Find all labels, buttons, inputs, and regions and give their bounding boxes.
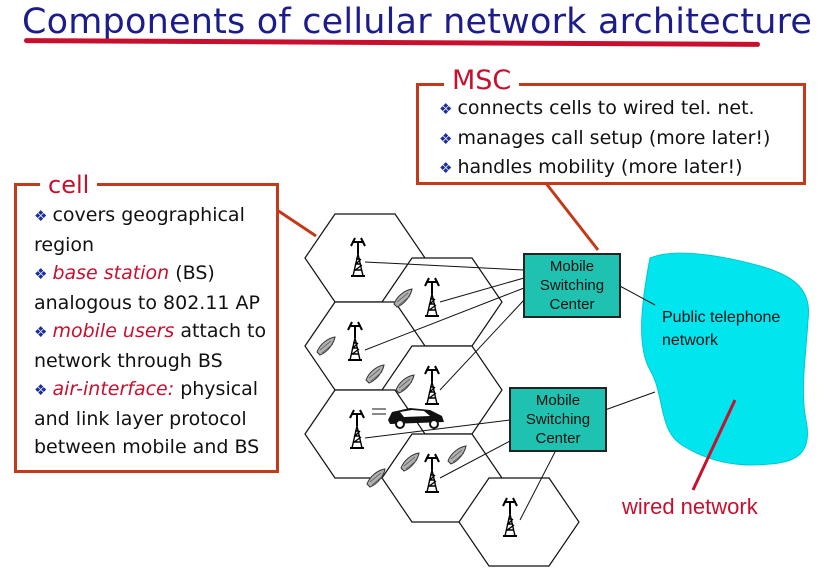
bullet-diamond-icon: ❖ <box>34 265 48 283</box>
bullet-diamond-icon: ❖ <box>34 323 48 341</box>
cell-callout: ❖covers geographical region ❖base statio… <box>14 183 279 473</box>
bullet-diamond-icon: ❖ <box>439 129 453 148</box>
list-item: ❖connects cells to wired tel. net. <box>439 97 755 119</box>
slide-title: Components of cellular network architect… <box>22 2 813 42</box>
cell-hexagon <box>458 477 580 567</box>
list-item-continuation: region <box>34 233 95 256</box>
msc-callout: ❖connects cells to wired tel. net. ❖mana… <box>416 83 806 185</box>
msc-callout-title: MSC <box>444 65 520 97</box>
wired-network-label: wired network <box>622 494 758 519</box>
msc-bullet-list: ❖connects cells to wired tel. net. ❖mana… <box>439 94 770 183</box>
list-item: ❖covers geographical <box>34 204 245 226</box>
list-item: ❖base station (BS) <box>34 262 215 284</box>
list-item-continuation: analogous to 802.11 AP <box>34 291 260 314</box>
bullet-diamond-icon: ❖ <box>439 159 453 177</box>
list-item-continuation: network through BS <box>34 349 223 372</box>
cell-bullet-list: ❖covers geographical region ❖base statio… <box>34 201 266 462</box>
list-item: ❖handles mobility (more later!) <box>439 156 743 178</box>
public-network-cloud <box>641 252 810 466</box>
list-item: ❖mobile users attach to <box>34 320 267 342</box>
public-network-label: Public telephone network <box>662 309 781 349</box>
list-item: ❖air-interface: physical <box>34 378 259 400</box>
cell-pointer-line <box>276 208 317 238</box>
list-item-continuation: between mobile and BS <box>34 436 260 458</box>
bullet-diamond-icon: ❖ <box>34 207 48 225</box>
bullet-diamond-icon: ❖ <box>34 381 48 399</box>
wired-pointer-line <box>691 399 737 491</box>
car-icon <box>372 408 444 429</box>
mobile-switching-center-bottom: Mobile Switching Center <box>509 387 607 452</box>
bullet-diamond-icon: ❖ <box>439 100 453 118</box>
list-item: ❖manages call setup (more later!) <box>439 126 771 149</box>
mobile-switching-center-top: Mobile Switching Center <box>523 253 621 318</box>
cell-callout-title: cell <box>40 170 98 200</box>
msc-pointer-line <box>543 181 600 251</box>
list-item-continuation: and link layer protocol <box>34 407 247 430</box>
